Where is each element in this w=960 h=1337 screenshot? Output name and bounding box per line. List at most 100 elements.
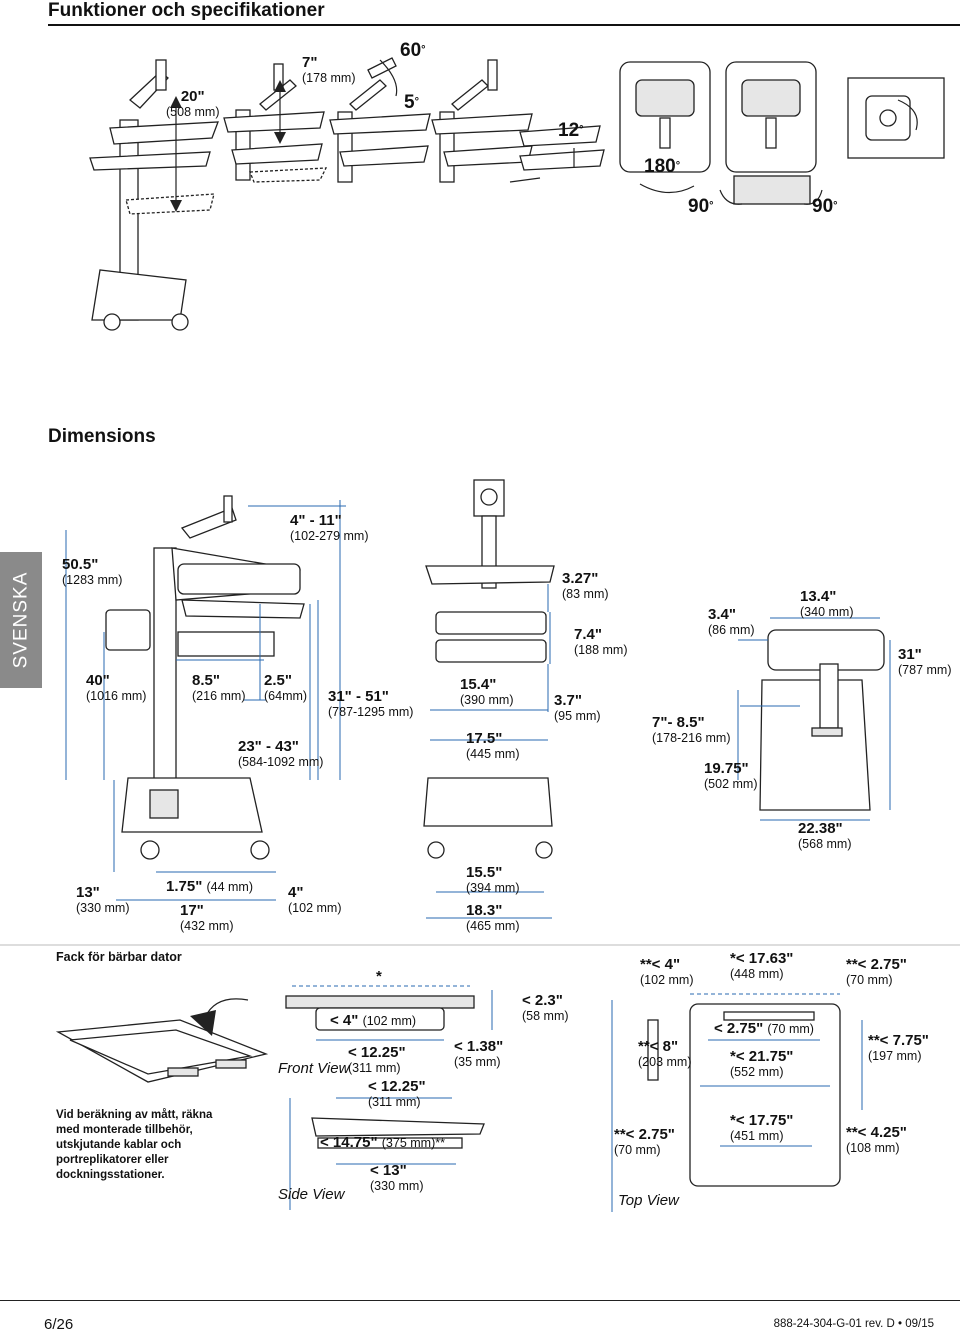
dim-value: 40" — [86, 672, 110, 689]
dim-d-3-4: 3.4"(86 mm) — [708, 606, 755, 638]
dim-height-40: 40"(1016 mm) — [86, 672, 146, 704]
laptop-tray-note: Vid beräkning av mått, räkna med montera… — [56, 1109, 213, 1181]
fv-dim-12-25-b: < 12.25"(311 mm) — [368, 1078, 426, 1110]
dim-mm: (64mm) — [264, 689, 308, 703]
dim-value: 31" - 51" — [328, 688, 389, 705]
dim-mm: (552 mm) — [730, 1065, 784, 1079]
rotate-label: 180° — [644, 157, 681, 176]
dim-mm: (394 mm) — [466, 881, 520, 895]
dim-offset-4: 4"(102 mm) — [288, 884, 341, 916]
dim-mm: (44 mm) — [206, 880, 254, 894]
tray-side-view — [289, 1098, 485, 1210]
dim-mm: (83 mm) — [562, 587, 609, 601]
dim-base-13: 13"(330 mm) — [76, 884, 129, 916]
front-view-label: Front View — [278, 1060, 350, 1077]
dim-w-18-3: 18.3"(465 mm) — [466, 902, 519, 934]
dim-depth-8-5: 8.5"(216 mm) — [192, 672, 245, 704]
dim-mm: (451 mm) — [730, 1129, 784, 1143]
dim-value: 3.7" — [554, 692, 582, 709]
dim-value: 17.5" — [466, 730, 503, 747]
laptop-tray-illustration — [55, 998, 269, 1083]
worksurface-tilt-illustration — [519, 125, 605, 171]
degree-sign: ° — [675, 160, 681, 172]
tilt-up-value: 60 — [400, 40, 422, 61]
fv-dim-12-25-a: < 12.25"(311 mm) — [348, 1044, 406, 1076]
dim-mm: (568 mm) — [798, 837, 852, 851]
dim-value: < 14.75" — [320, 1134, 378, 1151]
keyboard-travel-illustration — [223, 63, 328, 183]
dim-mm: (216 mm) — [192, 689, 246, 703]
dim-offset-1-75: 1.75" (44 mm) — [166, 878, 253, 896]
fv-dim-1-38: < 1.38"(35 mm) — [454, 1038, 503, 1070]
dim-h-7-4: 7.4"(188 mm) — [574, 626, 627, 658]
dim-mm: (70 mm) — [614, 1143, 661, 1157]
tv-dim-21-75: *< 21.75"(552 mm) — [730, 1048, 793, 1080]
dim-h-3-27: 3.27"(83 mm) — [562, 570, 609, 602]
tray-front-view — [285, 985, 493, 1099]
dim-range-23-43: 23" - 43"(584-1092 mm) — [238, 738, 323, 770]
tv-dim-2-75-b: < 2.75" (70 mm) — [714, 1020, 814, 1038]
dim-mm: (178-216 mm) — [652, 731, 731, 745]
monitor-swivel-illustration — [431, 59, 533, 183]
dim-mm: (584-1092 mm) — [238, 755, 324, 769]
degree-sign: ° — [421, 44, 426, 56]
dim-mm: (445 mm) — [466, 747, 520, 761]
dim-mm: (70 mm) — [846, 973, 893, 987]
fv-dim-4: < 4" (102 mm) — [330, 1012, 416, 1030]
tray-top-view — [611, 993, 863, 1212]
tv-dim-17-63: *< 17.63"(448 mm) — [730, 950, 793, 982]
cart-side-view — [105, 495, 305, 860]
swivel-left-label: 90° — [688, 196, 714, 217]
keyboard-travel-mm: (178 mm) — [302, 71, 356, 85]
dim-mm: (311 mm) — [348, 1061, 401, 1075]
dim-value: *< 21.75" — [730, 1048, 794, 1065]
dim-mm: (311 mm) — [368, 1095, 421, 1109]
dim-value: 31" — [898, 646, 922, 663]
dim-mm: (102-279 mm) — [290, 529, 369, 543]
language-tab: SVENSKA — [0, 552, 42, 688]
swivel-right-value: 90 — [812, 196, 834, 217]
tray-asterisk: * — [376, 968, 382, 985]
dim-value: *< 17.75" — [730, 1112, 794, 1129]
dim-mm: (95 mm) — [554, 709, 601, 723]
dim-mm: (502 mm) — [704, 777, 758, 791]
cart-side-dimensions — [65, 500, 346, 901]
fv-dim-2-3: < 2.3"(58 mm) — [522, 992, 569, 1024]
dim-value: 3.4" — [708, 606, 736, 623]
tv-dim-2-75-c: **< 2.75"(70 mm) — [614, 1126, 675, 1158]
dim-value: < 12.25" — [368, 1078, 426, 1095]
tv-dim-4: **< 4"(102 mm) — [640, 956, 693, 988]
sv-dim-14-75: < 14.75" (375 mm)** — [320, 1134, 445, 1152]
dim-mm: (1283 mm) — [62, 573, 123, 587]
dim-value: **< 2.75" — [846, 956, 907, 973]
dim-value: **< 8" — [638, 1038, 679, 1055]
page-title: Funktioner och specifikationer — [48, 0, 325, 21]
dim-mm: (787-1295 mm) — [328, 705, 414, 719]
keyboard-travel-value: 7" — [302, 54, 318, 71]
dim-mm: (102 mm) — [640, 973, 694, 987]
dim-mm: (330 mm) — [76, 901, 130, 915]
tv-dim-2-75-a: **< 2.75"(70 mm) — [846, 956, 907, 988]
swivel-left-value: 90 — [688, 196, 710, 217]
dim-mm: (35 mm) — [454, 1055, 501, 1069]
dim-value: 1.75" — [166, 878, 203, 895]
dim-d-19-75: 19.75"(502 mm) — [704, 760, 757, 792]
cart-height-illustration — [89, 59, 219, 331]
cart-front-view — [423, 479, 555, 859]
dim-range-31-51: 31" - 51"(787-1295 mm) — [328, 688, 413, 720]
worksurface-tilt-label: 12° — [558, 121, 584, 140]
dim-value: < 1.38" — [454, 1038, 504, 1055]
dim-mm: (70 mm) — [767, 1022, 814, 1036]
tilt-up-label: 60° — [400, 40, 426, 61]
dim-value: < 2.75" — [714, 1020, 764, 1037]
height-travel-value: 20" — [180, 88, 205, 105]
footer-rule — [0, 1300, 960, 1301]
dim-value: *< 17.63" — [730, 950, 794, 967]
tilt-down-label: 5° — [404, 93, 419, 112]
dim-mm: (108 mm) — [846, 1141, 900, 1155]
degree-sign: ° — [579, 124, 584, 136]
cart-top-dimensions — [737, 617, 891, 821]
dim-value: 13.4" — [800, 588, 837, 605]
monitor-tilt-illustration — [329, 57, 431, 183]
dim-value: 23" - 43" — [238, 738, 299, 755]
